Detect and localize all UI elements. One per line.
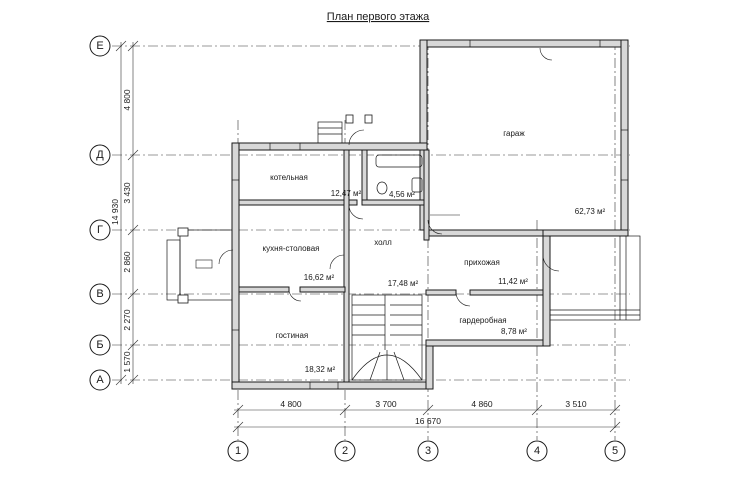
walls: [231, 39, 629, 390]
room-kitchen-area: 16,62 м²: [304, 273, 335, 282]
plan-title: План первого этажа: [327, 11, 430, 23]
room-labels: гараж 62,73 м² котельная 12,47 м² 4,56 м…: [263, 129, 606, 374]
room-boiler-area: 12,47 м²: [331, 189, 362, 198]
room-garage-area: 62,73 м²: [575, 207, 606, 216]
axis-row-V: В: [96, 288, 103, 300]
axis-col-2: 2: [342, 445, 348, 457]
row-axis-lines: [112, 45, 630, 381]
bottom-dimension-chain: 4 800 3 700 4 860 3 510 16 670: [232, 399, 621, 433]
axis-col-4: 4: [534, 445, 540, 457]
axis-col-3: 3: [425, 445, 431, 457]
axis-row-G: Г: [97, 224, 103, 236]
axis-row-E: Е: [96, 40, 103, 52]
dim-left-1: 4 800: [122, 89, 132, 111]
axis-row-B: Б: [96, 339, 103, 351]
dim-bottom-total: 16 670: [415, 416, 441, 426]
doors: [218, 47, 560, 307]
room-entry-name: прихожая: [464, 258, 500, 267]
north-steps: [317, 114, 373, 144]
axis-col-5: 5: [612, 445, 618, 457]
dim-left-2: 3 430: [122, 182, 132, 204]
bathroom-fixtures: [375, 154, 423, 195]
dim-bottom-3: 4 860: [471, 399, 493, 409]
room-hall-area: 17,48 м²: [388, 279, 419, 288]
dim-bottom-1: 4 800: [280, 399, 302, 409]
room-entry-area: 11,42 м²: [498, 277, 528, 286]
room-wardrobe-name: гардеробная: [459, 316, 506, 325]
axis-col-1: 1: [235, 445, 241, 457]
west-porch: [166, 227, 233, 304]
dim-bottom-4: 3 510: [565, 399, 587, 409]
room-living-name: гостиная: [276, 331, 309, 340]
windows: [232, 40, 628, 389]
row-axis-markers: Е Д Г В Б А: [89, 35, 111, 391]
room-garage-name: гараж: [503, 129, 525, 138]
room-bathroom-area: 4,56 м²: [389, 190, 415, 199]
east-terrace: [549, 235, 641, 321]
staircase: [351, 294, 423, 381]
dim-left-3: 2 860: [122, 251, 132, 273]
dim-left-5: 1 570: [122, 351, 132, 373]
dim-left-total: 14 930: [110, 199, 120, 225]
room-hall-name: холл: [374, 238, 392, 247]
dim-bottom-2: 3 700: [375, 399, 397, 409]
axis-row-A: А: [96, 374, 104, 386]
room-living-area: 18,32 м²: [305, 365, 336, 374]
room-kitchen-name: кухня-столовая: [263, 244, 320, 253]
room-wardrobe-area: 8,78 м²: [501, 327, 527, 336]
dim-left-4: 2 270: [122, 309, 132, 331]
left-dimension-chain: 4 800 3 430 2 860 2 270 1 570 14 930: [110, 40, 139, 386]
room-boiler-name: котельная: [270, 173, 308, 182]
axis-row-D: Д: [96, 149, 104, 161]
column-axis-markers: 1 2 3 4 5: [227, 440, 626, 462]
